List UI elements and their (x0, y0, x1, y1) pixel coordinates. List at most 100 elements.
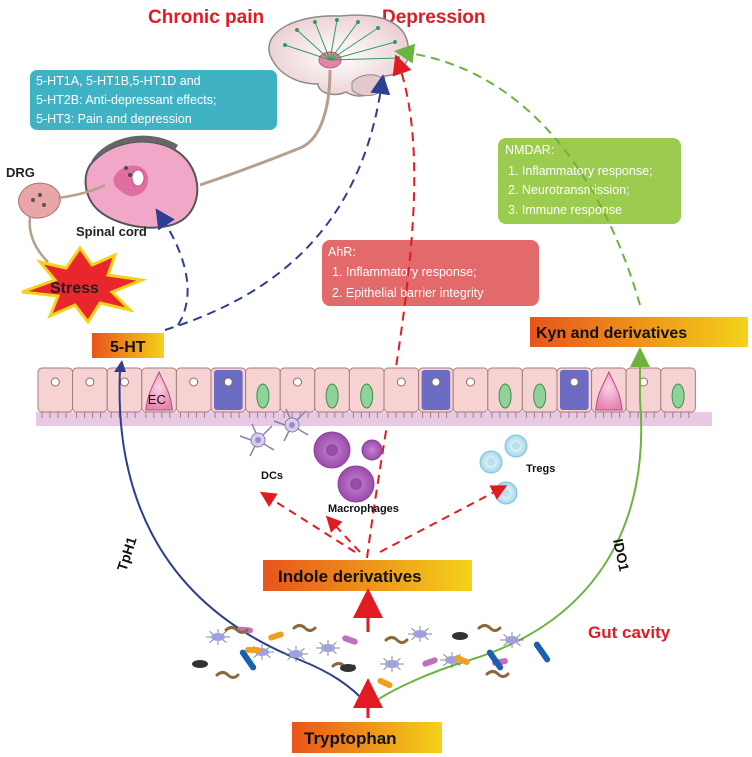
enteroendocrine-cell (360, 383, 374, 409)
bacterium-icon (477, 624, 502, 632)
nmdar-item-1: 1. Inflammatory response; (508, 164, 653, 178)
basement-membrane (36, 412, 712, 426)
receptor-box: 5-HT1A, 5-HT1B,5-HT1D and 5-HT2B: Anti-d… (30, 70, 277, 130)
epithelial-cell (383, 367, 420, 413)
epithelial-cell (72, 367, 108, 413)
nmdar-item-3: 3. Immune response (508, 203, 622, 217)
nmdar-item-2: 2. Neurotransmission; (508, 183, 630, 197)
depression-title: Depression (382, 7, 485, 28)
ahr-item-2: 2. Epithelial barrier integrity (332, 286, 484, 300)
red-arrow-to-dcs (259, 491, 356, 553)
bacterium-icon (486, 649, 504, 671)
nmdar-box: NMDAR: 1. Inflammatory response; 2. Neur… (498, 138, 681, 224)
receptor-line-2: 5-HT2B: Anti-depressant effects; (36, 93, 216, 107)
drg-label: DRG (6, 165, 35, 180)
drg-icon (17, 182, 106, 263)
enteroendocrine-cell (671, 383, 685, 409)
cell-nucleus (50, 377, 60, 387)
bacterium-icon (239, 649, 257, 671)
dendritic-cells (239, 408, 309, 457)
tph1-label: TpH1 (114, 534, 140, 572)
bacterium-icon (284, 646, 308, 662)
bacterium-icon (192, 660, 208, 668)
cell-nucleus (293, 377, 302, 387)
spinal-cord-label: Spinal cord (76, 224, 147, 239)
cell-nucleus (223, 377, 233, 387)
tregs-label: Tregs (526, 463, 555, 475)
five-ht-label: 5-HT (110, 339, 146, 356)
bacterium-icon (454, 654, 470, 666)
gut-bacteria (192, 624, 551, 689)
goblet-cell (421, 370, 451, 410)
bacterium-icon (342, 635, 358, 645)
enteroendocrine-cell (256, 383, 270, 409)
cell-nucleus (120, 377, 129, 387)
enteroendocrine-cell (325, 383, 339, 409)
nerve-fiber (199, 69, 332, 187)
indole-box (263, 560, 472, 591)
cell-nucleus (85, 377, 95, 387)
bacterium-icon (206, 629, 230, 645)
spinal-cord-icon (84, 135, 199, 229)
goblet-cell (560, 370, 589, 410)
bacterium-icon (452, 632, 468, 640)
ahr-box: AhR: 1. Inflammatory response; 2. Epithe… (322, 240, 539, 306)
epithelium: EC (36, 367, 712, 426)
tregs (479, 434, 528, 505)
kyn-label: Kyn and derivatives (536, 325, 687, 342)
ido1-label: IDO1 (610, 537, 632, 572)
brain-icon (268, 14, 410, 97)
epithelial-cell (106, 367, 143, 413)
ahr-title: AhR: (328, 245, 356, 259)
bacterium-icon (215, 671, 240, 679)
cell-nucleus (431, 377, 441, 387)
cell-nucleus (396, 377, 406, 387)
bacterium-icon (422, 657, 438, 667)
bacterium-icon (384, 636, 409, 644)
tryptophan-label: Tryptophan (304, 729, 397, 748)
bacterium-icon (292, 624, 317, 632)
enteroendocrine-cell (498, 383, 512, 409)
cell-nucleus (466, 377, 475, 387)
cell-nucleus (189, 377, 199, 387)
five-ht-box (92, 333, 164, 358)
ec-label: EC (148, 392, 166, 407)
red-arrow-to-macrophages (325, 515, 361, 553)
indole-label: Indole derivatives (278, 567, 422, 586)
macrophages (313, 431, 383, 503)
bacterium-icon (224, 626, 249, 634)
bacterium-icon (533, 641, 551, 663)
stress-burst (21, 245, 148, 325)
gut-cavity-label: Gut cavity (588, 623, 671, 642)
ido1-pathway (369, 399, 643, 706)
bacterium-icon (485, 670, 510, 678)
goblet-cell (214, 370, 243, 410)
nmdar-title: NMDAR: (505, 143, 554, 157)
tph1-arrowhead (114, 360, 126, 372)
ahr-item-1: 1. Inflammatory response; (332, 265, 477, 279)
dcs-label: DCs (261, 470, 283, 482)
blue-arrow-to-brain (164, 74, 391, 331)
bacterium-icon (268, 631, 284, 641)
kyn-box (530, 317, 748, 347)
bacterium-icon (377, 677, 393, 689)
tryptophan-box (292, 722, 442, 753)
macrophages-label: Macrophages (328, 503, 399, 515)
chronic-pain-title: Chronic pain (148, 7, 264, 28)
receptor-line-1: 5-HT1A, 5-HT1B,5-HT1D and (36, 74, 201, 88)
epithelial-cell (175, 367, 212, 413)
bacterium-icon (316, 640, 340, 656)
bacterium-icon (408, 626, 432, 642)
stress-label: Stress (50, 280, 99, 297)
red-arrow-to-tregs (379, 485, 508, 553)
bacterium-icon (340, 664, 356, 672)
ec-cell (145, 370, 173, 411)
bacterium-icon (380, 656, 404, 672)
cell-nucleus (569, 377, 579, 387)
epithelial-cell (625, 367, 662, 413)
enteroendocrine-cell (533, 383, 547, 409)
epithelial-cell (37, 367, 74, 413)
receptor-line-3: 5-HT3: Pain and depression (36, 112, 192, 126)
epithelial-cell (452, 367, 489, 413)
